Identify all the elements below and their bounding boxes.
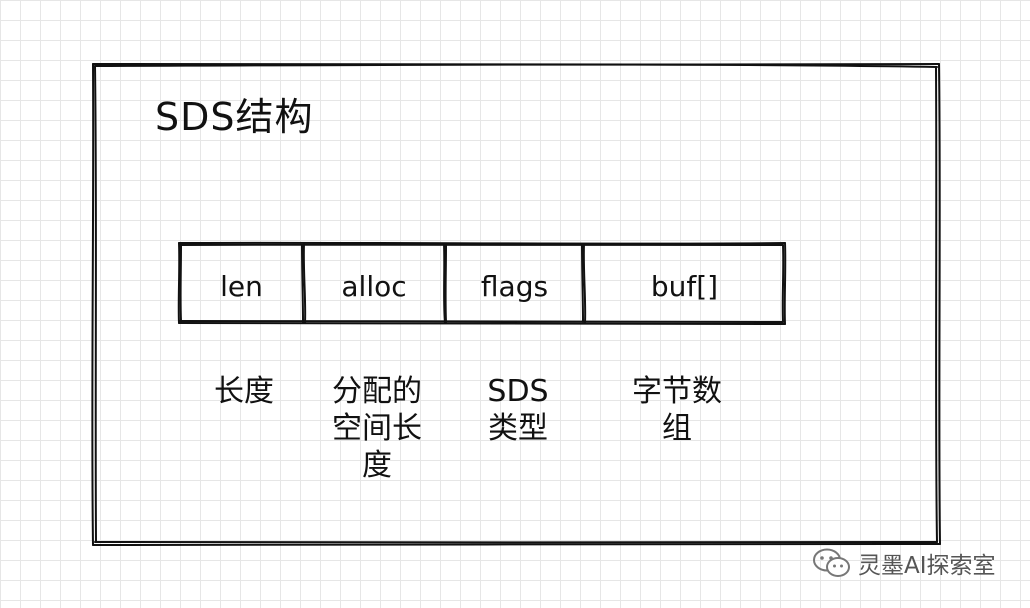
desc-line: 度 [362,448,392,483]
desc-line: 类型 [488,411,548,446]
desc-buf: 字节数 组 [622,373,732,447]
outer-frame [91,62,941,546]
struct-box [177,241,787,325]
divider-1 [302,243,307,324]
desc-line: 长度 [214,374,274,409]
divider-3 [582,243,587,324]
desc-flags: SDS 类型 [468,373,568,447]
field-alloc: alloc [341,269,407,303]
divider-2 [443,243,446,324]
desc-alloc: 分配的 空间长 度 [322,373,432,484]
wechat-icon [813,548,850,577]
watermark-text: 灵墨AI探索室 [858,553,996,579]
field-len: len [220,269,263,303]
field-buf: buf[] [650,269,719,303]
desc-line: 分配的 [332,374,422,409]
diagram-title: SDS结构 [155,95,314,139]
field-flags: flags [480,269,549,303]
watermark: 灵墨AI探索室 [812,543,996,583]
desc-len: 长度 [194,373,294,410]
desc-line: 空间长 [332,411,422,446]
desc-line: 字节数 [632,374,722,409]
desc-line: SDS [487,374,549,409]
desc-line: 组 [662,411,692,446]
